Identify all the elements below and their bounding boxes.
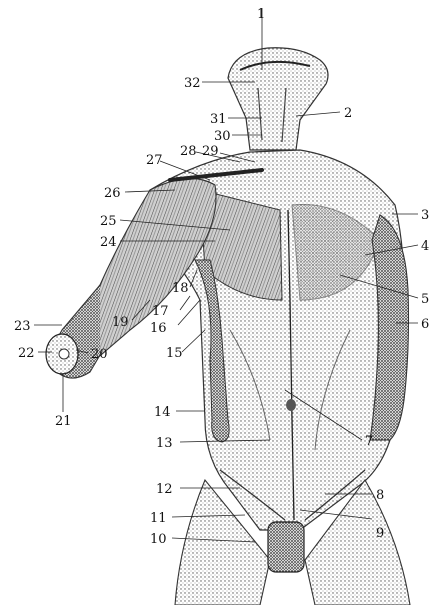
label-27: 27 [146, 153, 163, 168]
label-12: 12 [156, 482, 173, 497]
label-11: 11 [150, 511, 167, 526]
label-30: 30 [214, 129, 231, 144]
label-1: 1 [257, 7, 265, 22]
label-17: 17 [152, 304, 169, 319]
label-5: 5 [421, 292, 429, 307]
label-3: 3 [421, 208, 429, 223]
label-23: 23 [14, 319, 31, 334]
label-7: 7 [365, 434, 373, 449]
label-32: 32 [184, 76, 201, 91]
label-16: 16 [150, 321, 167, 336]
label-13: 13 [156, 436, 173, 451]
label-2: 2 [344, 106, 352, 121]
label-22: 22 [18, 346, 35, 361]
label-19: 19 [112, 315, 129, 330]
label-18: 18 [172, 281, 189, 296]
label-10: 10 [150, 532, 167, 547]
label-14: 14 [154, 405, 171, 420]
label-6: 6 [421, 317, 429, 332]
label-26: 26 [104, 186, 121, 201]
label-21: 21 [55, 414, 72, 429]
label-31: 31 [210, 112, 227, 127]
label-20: 20 [91, 347, 108, 362]
label-15: 15 [166, 346, 183, 361]
label-24: 24 [100, 235, 117, 250]
label-28: 28 [180, 144, 197, 159]
label-29: 29 [202, 144, 219, 159]
label-25: 25 [100, 214, 117, 229]
label-9: 9 [376, 526, 384, 541]
label-4: 4 [421, 239, 429, 254]
label-8: 8 [376, 488, 384, 503]
